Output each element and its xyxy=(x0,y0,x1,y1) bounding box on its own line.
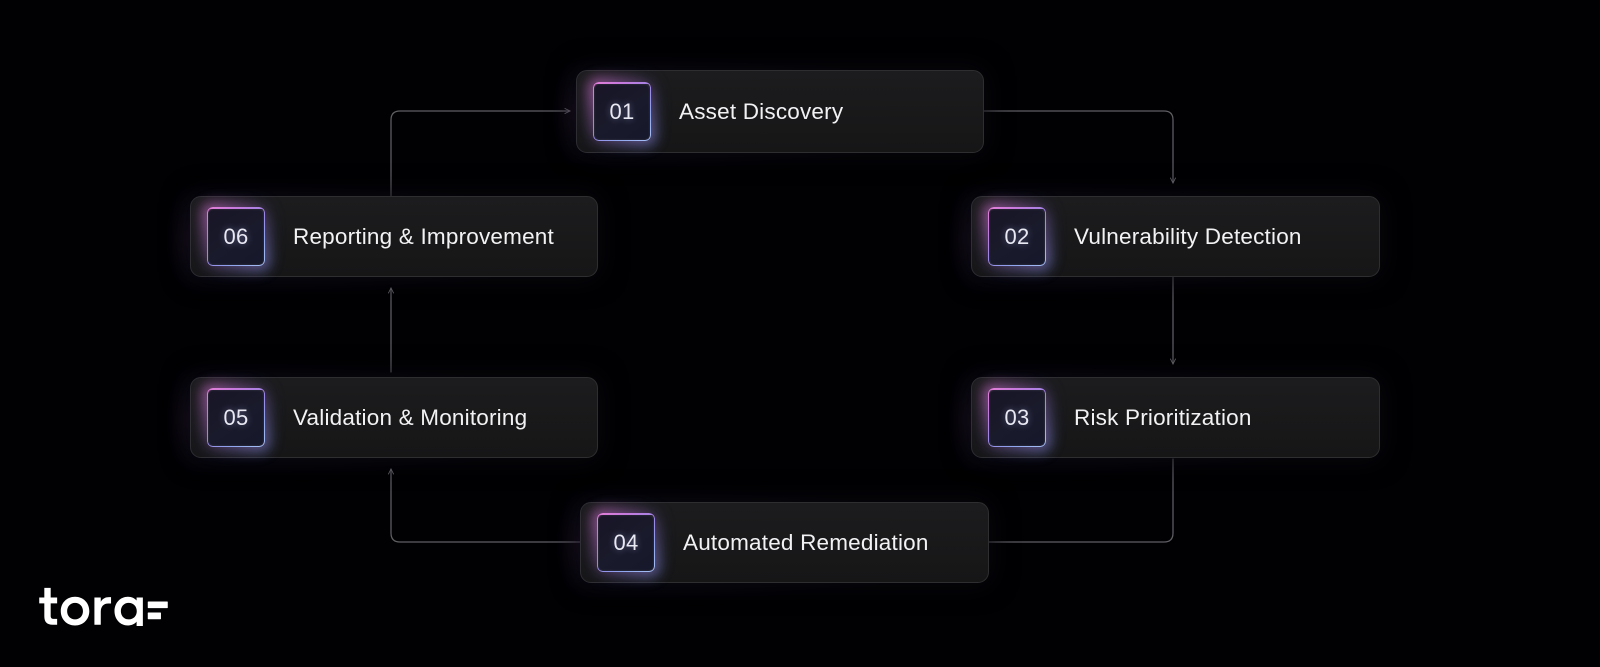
connector-04-to-05 xyxy=(391,468,581,543)
logo-letter-q xyxy=(114,596,143,626)
connector-06-to-01 xyxy=(390,111,571,197)
step-card-02[interactable]: 02 Vulnerability Detection xyxy=(971,196,1380,277)
step-card-03[interactable]: 03 Risk Prioritization xyxy=(971,377,1380,458)
logo-mark-bar-top xyxy=(147,601,168,609)
step-label-02: Vulnerability Detection xyxy=(1074,223,1302,249)
step-number-badge-02: 02 xyxy=(989,208,1045,265)
connector-01-to-02 xyxy=(983,110,1173,184)
step-label-05: Validation & Monitoring xyxy=(293,404,528,430)
step-number-06: 06 xyxy=(223,223,249,249)
logo-mark-bar-bottom xyxy=(147,612,161,620)
logo-letter-r xyxy=(94,597,112,625)
logo-letter-o xyxy=(60,596,90,626)
step-number-02: 02 xyxy=(1004,223,1030,249)
step-number-badge-03: 03 xyxy=(989,389,1045,446)
logo-letter-t xyxy=(39,587,58,625)
step-number-badge-01: 01 xyxy=(594,83,650,140)
step-card-05[interactable]: 05 Validation & Monitoring xyxy=(190,377,598,458)
step-label-04: Automated Remediation xyxy=(683,529,929,555)
step-card-06[interactable]: 06 Reporting & Improvement xyxy=(190,196,598,277)
step-label-01: Asset Discovery xyxy=(679,98,844,124)
step-card-01[interactable]: 01 Asset Discovery xyxy=(576,70,984,153)
torq-logo xyxy=(39,587,168,626)
step-number-03: 03 xyxy=(1004,404,1030,430)
step-number-badge-04: 04 xyxy=(598,514,654,571)
step-number-badge-05: 05 xyxy=(208,389,264,446)
step-label-03: Risk Prioritization xyxy=(1074,404,1252,430)
step-number-04: 04 xyxy=(613,529,639,555)
step-number-01: 01 xyxy=(609,98,635,124)
connector-03-to-04 xyxy=(988,458,1174,543)
step-card-04[interactable]: 04 Automated Remediation xyxy=(580,502,989,583)
step-number-badge-06: 06 xyxy=(208,208,264,265)
step-number-05: 05 xyxy=(223,404,249,430)
step-label-06: Reporting & Improvement xyxy=(293,223,554,249)
